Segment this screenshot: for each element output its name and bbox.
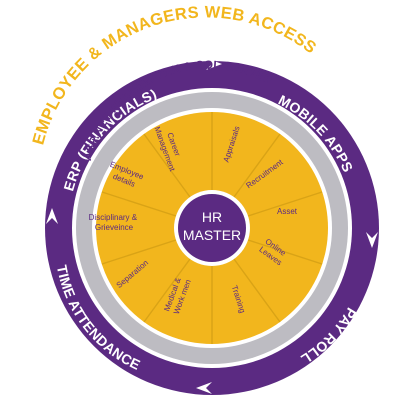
module-dividers	[101, 112, 323, 344]
module-label-line: Grieveince	[95, 223, 134, 232]
ring-dividers	[46, 58, 378, 394]
center-label-line2: MASTER	[183, 227, 241, 243]
module-asset: Asset	[277, 207, 298, 216]
module-disciplinary-grieveince: Disciplinary & Grieveince	[89, 213, 140, 232]
center-label-line1: HR	[202, 209, 222, 225]
center-disc	[178, 194, 246, 262]
